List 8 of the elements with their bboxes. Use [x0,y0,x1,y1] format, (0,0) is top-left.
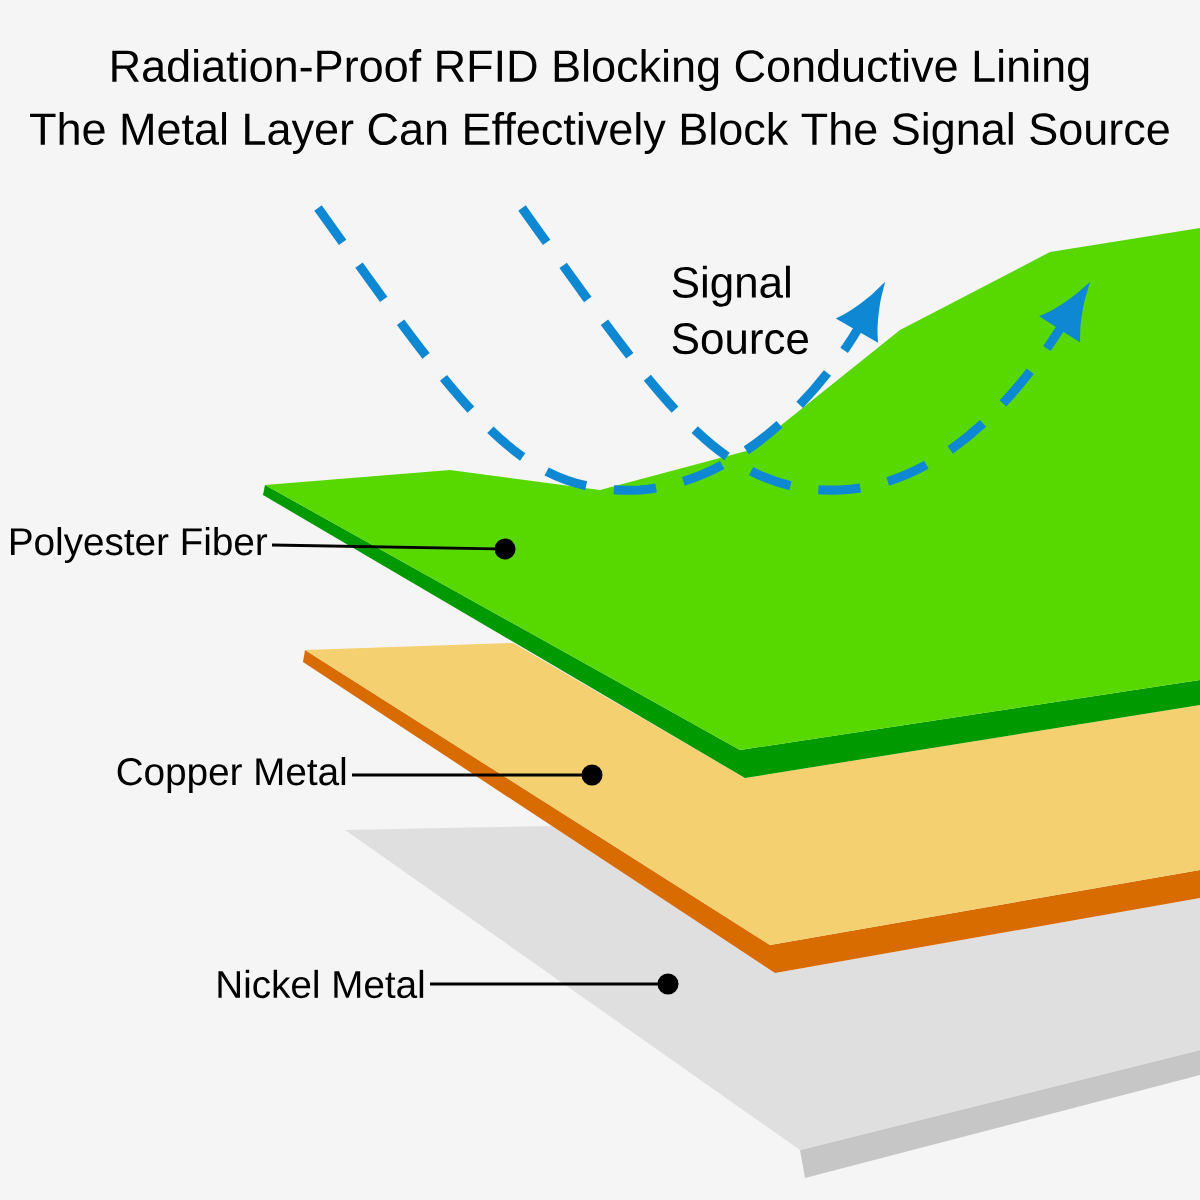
title: Radiation-Proof RFID Blocking Conductive Lining [112,49,1089,91]
leader-line [271,538,516,560]
layer-label: Polyester Fiber [11,527,268,563]
layer-label: Nickel Metal [218,969,424,999]
leader-line [430,973,679,995]
subtitle: The Metal Layer Can Effectively Block The Signal Source [30,112,1169,154]
layer-label: Copper Metal [117,757,346,793]
leader-line [352,764,603,786]
